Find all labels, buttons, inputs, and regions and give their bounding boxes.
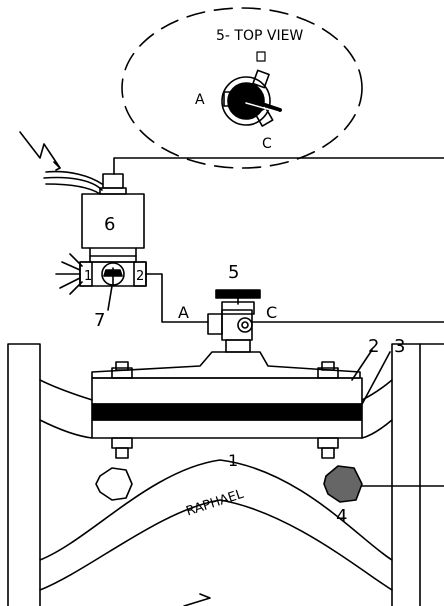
- solenoid-port-1: 1: [84, 269, 92, 284]
- callout-1: 1: [228, 451, 238, 470]
- callout-4: 4: [336, 506, 347, 527]
- selector-valve: [207, 289, 444, 353]
- top-view-port-c: C: [262, 136, 272, 152]
- top-view-port-a: A: [195, 92, 205, 108]
- diaphragm: [91, 403, 363, 421]
- solenoid-valve-body: [55, 253, 209, 323]
- top-view-b-marker: [256, 51, 266, 62]
- bonnet: [91, 349, 391, 459]
- solenoid-wires: [43, 170, 103, 195]
- solenoid-port-2: 2: [136, 269, 144, 284]
- body-brand-text: RAPHAEL: [184, 487, 246, 520]
- selector-port-c: C: [266, 303, 277, 322]
- callout-3: 3: [394, 336, 405, 357]
- strainer-mesh: [323, 465, 363, 503]
- top-view-title: 5- TOP VIEW: [216, 28, 303, 44]
- callout-5: 5: [228, 262, 239, 283]
- top-view-detail: [121, 7, 363, 169]
- exhaust-burst-icon: [55, 253, 83, 295]
- callout-6: 6: [104, 214, 115, 235]
- callout-2: 2: [368, 336, 379, 357]
- electric-symbol-icon: [19, 131, 61, 171]
- valve-body: [7, 343, 444, 606]
- callout-7: 7: [94, 310, 105, 331]
- solenoid-coil: [81, 157, 444, 263]
- selector-port-a: A: [178, 303, 189, 322]
